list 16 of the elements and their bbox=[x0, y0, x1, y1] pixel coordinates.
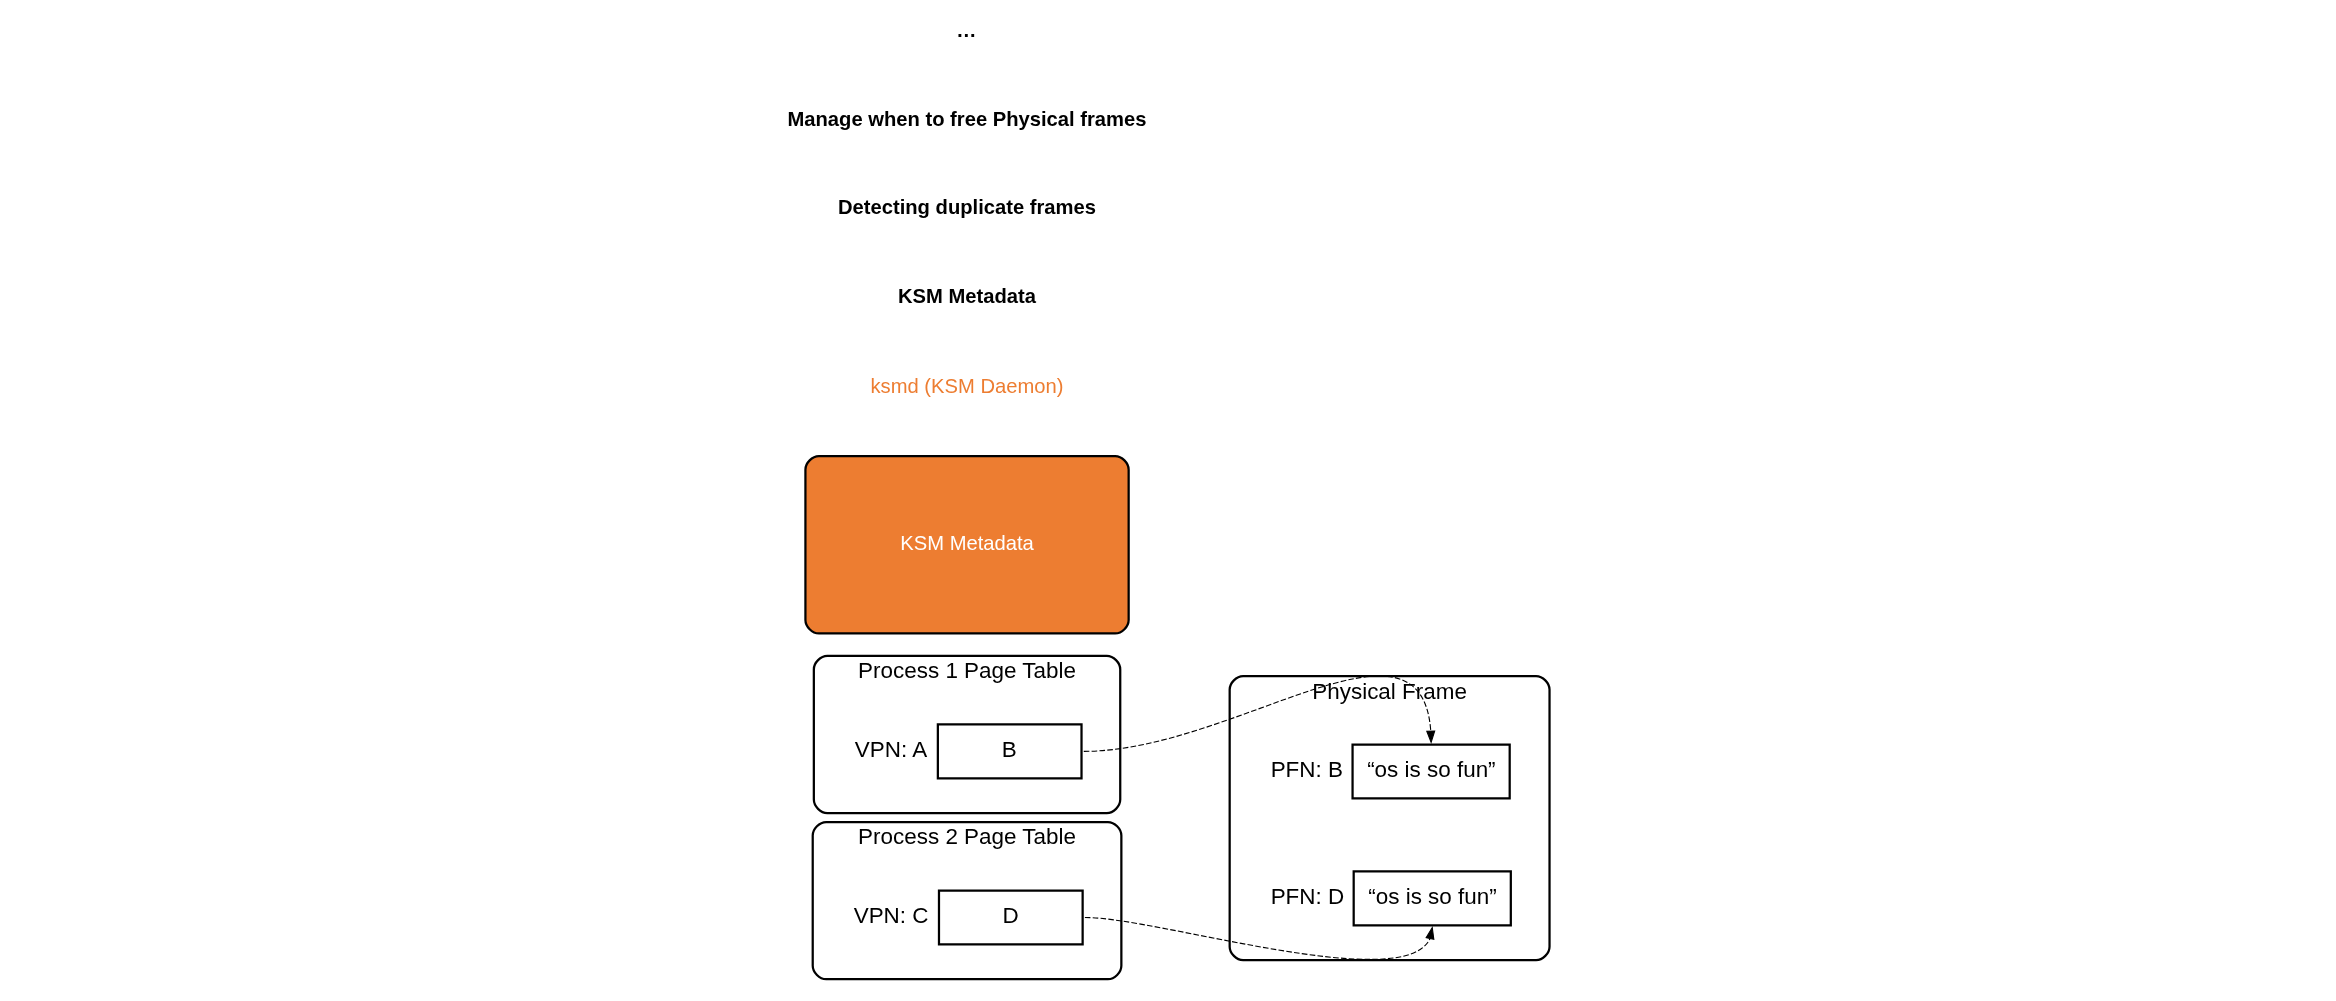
arrow bbox=[1083, 916, 1434, 960]
label: Manage when to free Physical frames bbox=[786, 107, 1146, 130]
node-box: “os is so fun” bbox=[1352, 870, 1512, 927]
label: KSM Metadata bbox=[897, 284, 1036, 307]
node-box: “os is so fun” bbox=[1350, 743, 1511, 800]
node-label: PFN: D bbox=[1270, 883, 1344, 909]
label: Detecting duplicate frames bbox=[837, 196, 1096, 219]
node-label: VPN: A bbox=[854, 736, 927, 762]
node-label: PFN: B bbox=[1270, 757, 1343, 783]
node-box: B bbox=[936, 723, 1083, 780]
arrow bbox=[1082, 675, 1435, 752]
node-label: VPN: C bbox=[853, 903, 928, 929]
label: ksmd (KSM Daemon) bbox=[870, 374, 1063, 397]
node-box: KSM Metadata bbox=[803, 455, 1130, 635]
label: … bbox=[955, 18, 977, 41]
node-box: D bbox=[937, 889, 1084, 946]
